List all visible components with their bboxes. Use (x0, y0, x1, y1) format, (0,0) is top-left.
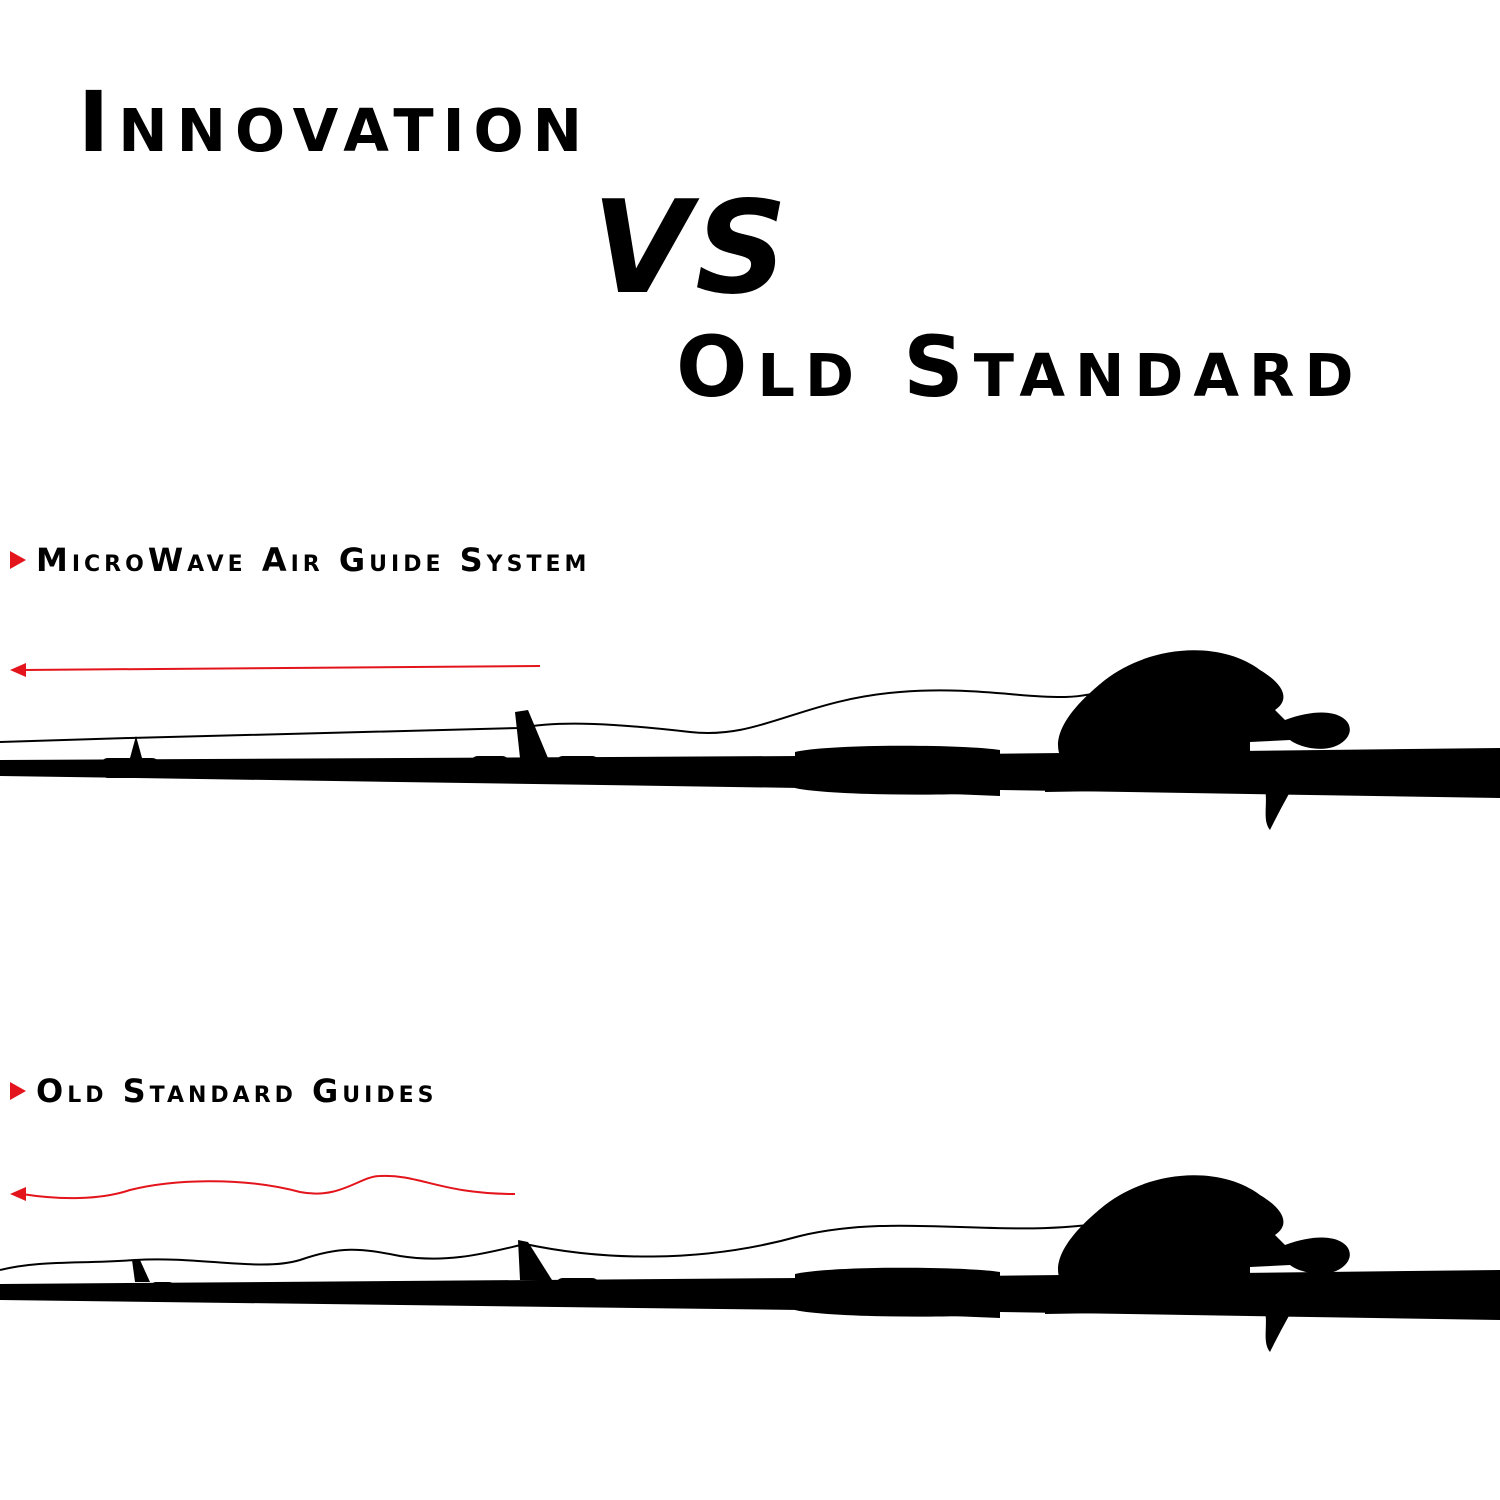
section-label-microwave: MicroWave Air Guide System (10, 544, 590, 576)
red-triangle-marker-icon (10, 551, 26, 569)
section-label-text: MicroWave Air Guide System (36, 541, 591, 579)
section-label-old-standard: Old Standard Guides (10, 1075, 438, 1107)
rod-silhouette-icon (0, 1240, 1500, 1352)
left-arrow-icon (10, 663, 541, 677)
rod-silhouette-icon (0, 710, 1500, 830)
old-standard-rod-diagram (0, 1174, 1500, 1352)
headline-old-standard: Old Standard (676, 318, 1364, 416)
microwave-rod-diagram (0, 650, 1500, 830)
red-triangle-marker-icon (10, 1082, 26, 1100)
section-label-text: Old Standard Guides (36, 1072, 438, 1110)
fishing-line-straight (0, 687, 1111, 743)
left-arrow-icon (10, 1174, 516, 1201)
headline-innovation: Innovation (78, 73, 592, 171)
headline-vs: VS (592, 174, 792, 323)
fishing-line-wavy (0, 1221, 1111, 1271)
reel-silhouette-icon (1058, 650, 1350, 762)
reel-silhouette-icon (1058, 1175, 1350, 1287)
